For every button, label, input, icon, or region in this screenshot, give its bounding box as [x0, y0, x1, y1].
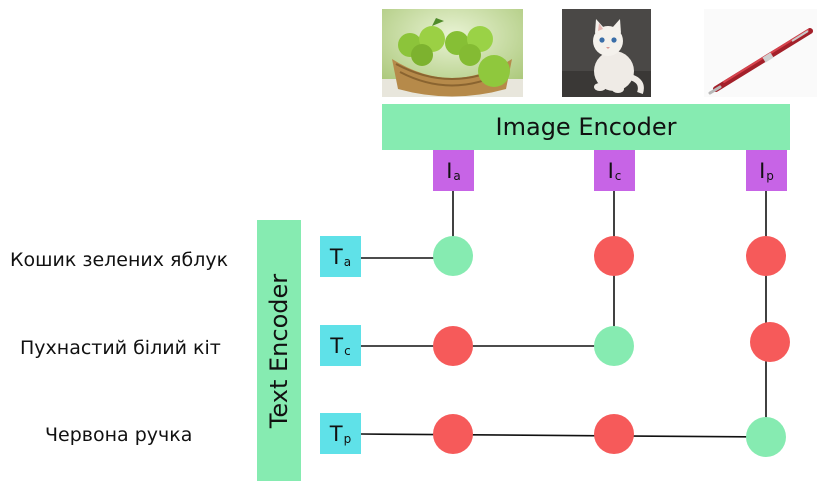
image-embedding-a-sub: a [453, 168, 461, 183]
text-embedding-a-sub: a [343, 254, 352, 269]
similarity-cell-p-p [746, 417, 786, 457]
similarity-cell-p-c [594, 414, 634, 454]
similarity-cell-a-p [746, 236, 786, 276]
red-pen-image [704, 9, 817, 97]
image-embedding-a-main: I [446, 158, 453, 183]
image-encoder-label: Image Encoder [495, 113, 677, 141]
similarity-cell-c-a [433, 326, 473, 366]
text-embedding-p-main: T [329, 421, 343, 446]
caption-pen: Червона ручка [45, 424, 193, 446]
similarity-cell-c-c [594, 326, 634, 366]
similarity-cell-p-a [433, 414, 473, 454]
text-embedding-a-main: T [329, 244, 343, 269]
similarity-cell-a-a [433, 236, 473, 276]
text-embedding-c-main: T [330, 333, 344, 358]
caption-apples: Кошик зелених яблук [10, 249, 229, 271]
text-embedding-c-sub: c [344, 343, 351, 358]
image-embedding-p-main: I [759, 158, 766, 183]
text-embedding-p-sub: p [343, 431, 352, 446]
image-embedding-c-sub: c [614, 168, 622, 183]
green-apples-basket-image [382, 9, 523, 97]
image-embedding-c-main: I [607, 158, 614, 183]
similarity-cell-c-p [750, 322, 790, 362]
white-kitten-image [562, 9, 651, 97]
text-encoder: Text Encoder [257, 220, 301, 481]
image-encoder: Image Encoder [382, 104, 790, 150]
image-embedding-p-sub: p [766, 168, 774, 183]
similarity-cell-a-c [594, 236, 634, 276]
caption-kitten: Пухнастий білий кіт [20, 337, 221, 359]
